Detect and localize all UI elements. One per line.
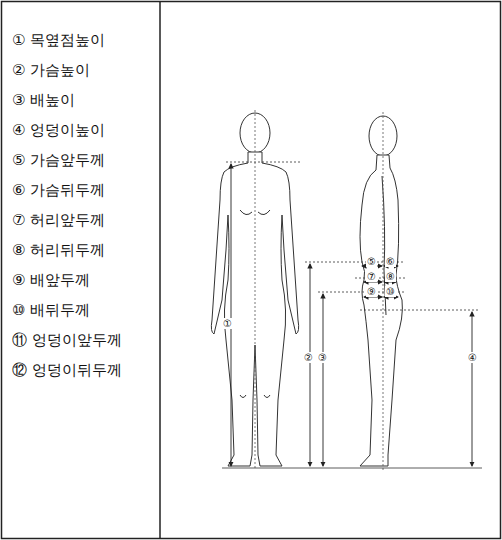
legend-item: ⑨ 배앞두께	[12, 272, 90, 289]
legend-item: ② 가슴높이	[12, 62, 90, 79]
callout-number: ⑤	[366, 256, 377, 267]
reference-lines	[222, 162, 482, 468]
legend-item: ③ 배높이	[12, 92, 75, 109]
legend-item: ⑫ 엉덩이뒤두께	[12, 362, 122, 379]
legend-item: ⑦ 허리앞두께	[12, 212, 105, 229]
dimension-lines	[231, 164, 472, 466]
front-figure	[211, 113, 298, 466]
legend-item: ⑧ 허리뒤두께	[12, 242, 105, 259]
legend-item: ⑩ 배뒤두께	[12, 302, 90, 319]
legend-item: ⑥ 가슴뒤두께	[12, 182, 105, 199]
callout-number: ⑦	[366, 271, 377, 282]
legend-item: ① 목옆점높이	[12, 32, 105, 49]
callout-number: ⑧	[385, 271, 396, 282]
callout-number: ⑥	[385, 256, 396, 267]
legend-item: ⑤ 가슴앞두께	[12, 152, 105, 169]
callout-number: ⑩	[385, 286, 396, 297]
callout-number: ①	[222, 318, 233, 329]
callout-number: ⑨	[366, 286, 377, 297]
legend-item: ④ 엉덩이높이	[12, 122, 105, 139]
side-figure	[360, 116, 402, 466]
callout-number: ③	[317, 352, 328, 363]
callout-number: ②	[303, 352, 314, 363]
column-divider	[159, 2, 161, 539]
legend-item: ⑪ 엉덩이앞두께	[12, 332, 122, 349]
callout-number: ④	[467, 352, 478, 363]
